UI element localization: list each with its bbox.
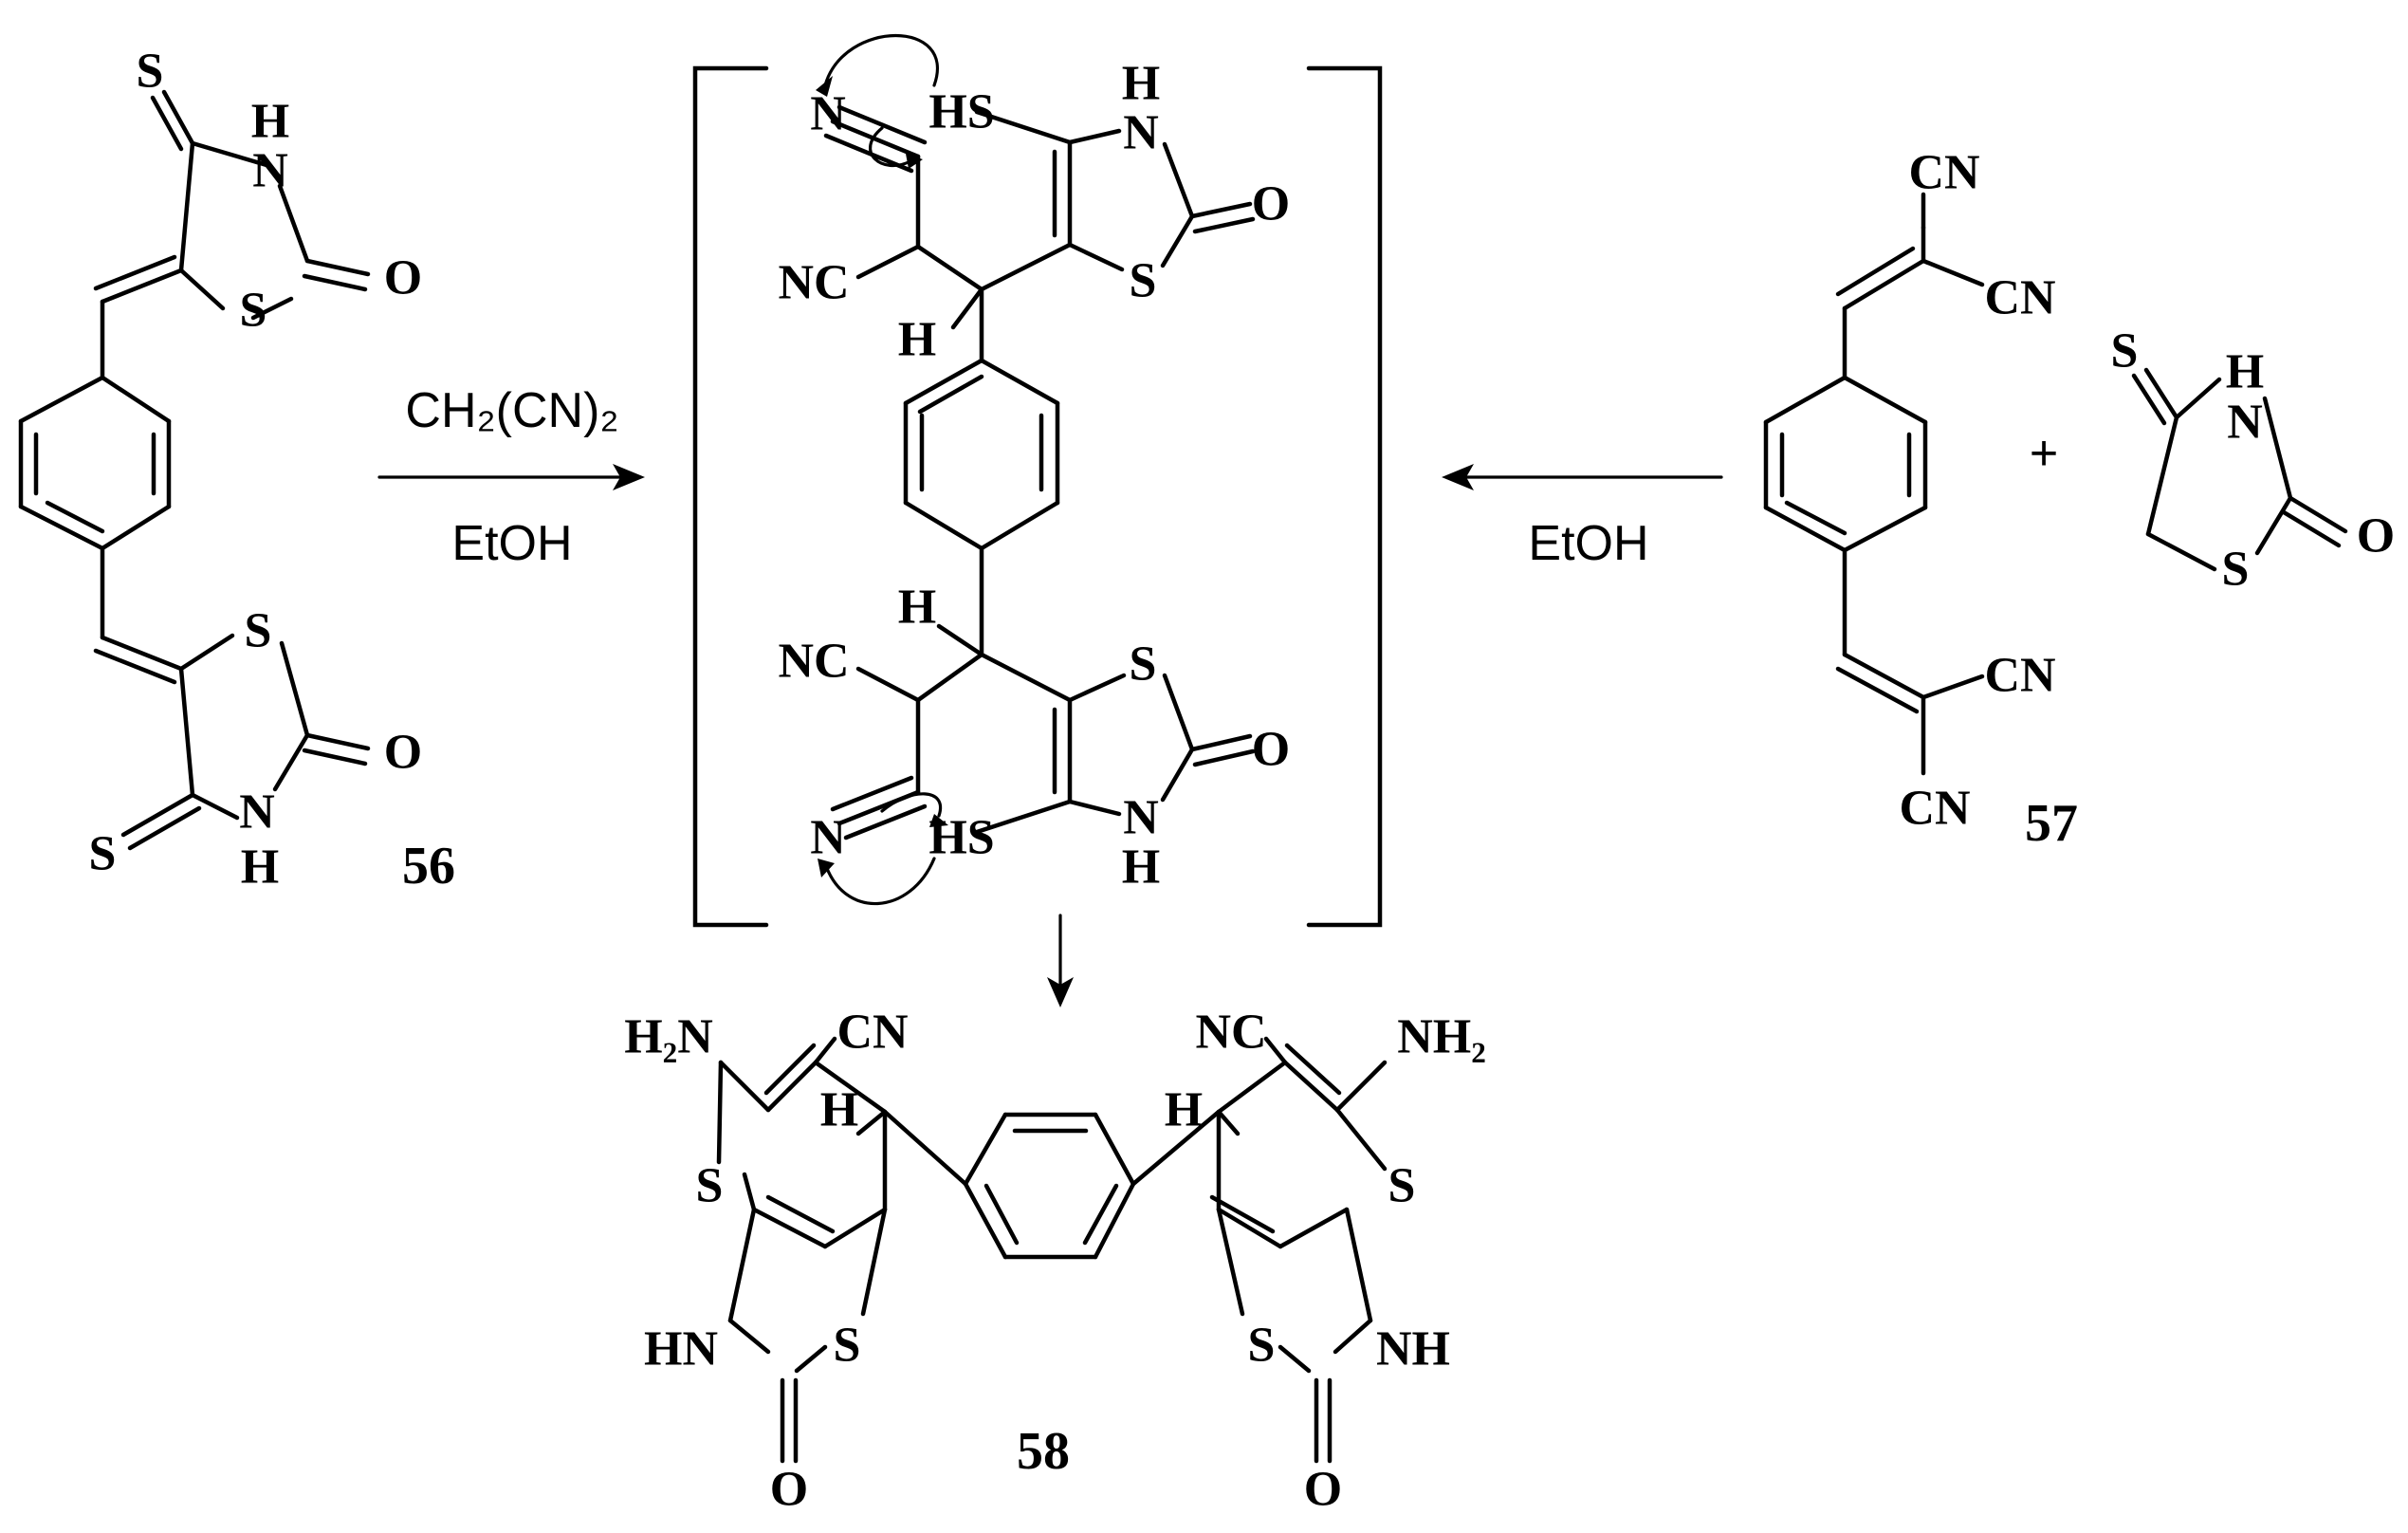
atom-label: H [898,581,936,635]
compound-number-56: 56 [402,837,455,896]
atom-label: S [1388,1159,1416,1213]
curly-arrow [880,792,943,818]
atom-label: S [1130,637,1157,692]
atom-label: S [89,827,117,881]
curly-arrow [823,34,939,87]
atom-label: N [252,144,288,198]
atom-label: S [245,604,272,658]
plus-sign: + [2030,426,2058,481]
atom-label: O [1252,723,1290,777]
atom-label: H [1122,57,1160,111]
atom-label: H [241,840,279,895]
atom-label: S [1130,254,1157,308]
atom-label: S [137,45,164,99]
atom-label: CN [1984,271,2055,325]
atom-label: S [696,1159,724,1213]
atom-label: H [1122,840,1160,895]
atom-label: H₂N [624,1010,713,1064]
atom-label: O [2357,509,2395,563]
atom-label: CN [1908,146,1979,200]
curly-arrow-head [816,76,833,97]
atom-label: N [810,811,846,865]
atom-label: CN [1899,782,1970,836]
atom-label: N [2227,396,2263,450]
curly-arrow [869,126,912,168]
atom-label: H [898,313,936,367]
curly-arrow [823,857,936,906]
compound-56: S H N O S S O N H S 56 [18,45,455,896]
atom-label: H [251,95,289,149]
atom-label: O [384,251,422,305]
atom-label: O [1304,1463,1342,1517]
compound-57: CN CN CN CN 57 [1763,146,2078,853]
atom-label: N [810,87,846,141]
atom-label: S [1248,1319,1276,1373]
atom-label: H [1165,1083,1203,1137]
atom-label: S [2222,543,2250,597]
atom-label: S [834,1319,861,1373]
atom-label: HS [928,85,994,139]
reaction-arrow-down [1047,914,1074,1007]
atom-label: CN [1984,649,2055,703]
reaction-arrow-right: EtOH [1442,464,1723,571]
rhodanine-reagent: S H N O S [2111,324,2396,597]
atom-label: HN [644,1322,718,1376]
curly-arrow-head [818,859,835,877]
atom-label: O [1252,177,1290,231]
atom-label: NH₂ [1397,1010,1486,1064]
atom-label: H [820,1083,858,1137]
compound-number-58: 58 [1017,1422,1070,1481]
atom-label: N [1123,106,1159,160]
intermediate: N HS H N O S NC H H NC S O N HS N H [692,34,1383,928]
solvent-ethanol: EtOH [1528,516,1648,571]
atom-label: NC [1195,1006,1266,1060]
atom-label: NC [778,256,849,310]
reagent-malononitrile: CH₂(CN)₂ [405,383,618,438]
atom-label: S [240,284,267,338]
compound-58: H₂N CN H S HN S O 58 NC NH₂ H S S NH O [624,1006,1486,1517]
atom-label: O [770,1463,808,1517]
atom-label: CN [836,1006,908,1060]
atom-label: S [2111,324,2139,379]
curly-arrow-head [906,154,923,169]
atom-label: NC [778,635,849,689]
solvent-ethanol: EtOH [451,516,572,571]
compound-number-57: 57 [2025,794,2078,853]
atom-label: NH [1376,1322,1450,1376]
atom-label: N [1123,791,1159,845]
atom-label: N [239,785,275,840]
atom-label: H [2226,345,2264,399]
atom-label: O [384,726,422,780]
reaction-arrow-left: CH₂(CN)₂ EtOH [377,383,645,571]
curly-arrow-head [929,814,948,827]
